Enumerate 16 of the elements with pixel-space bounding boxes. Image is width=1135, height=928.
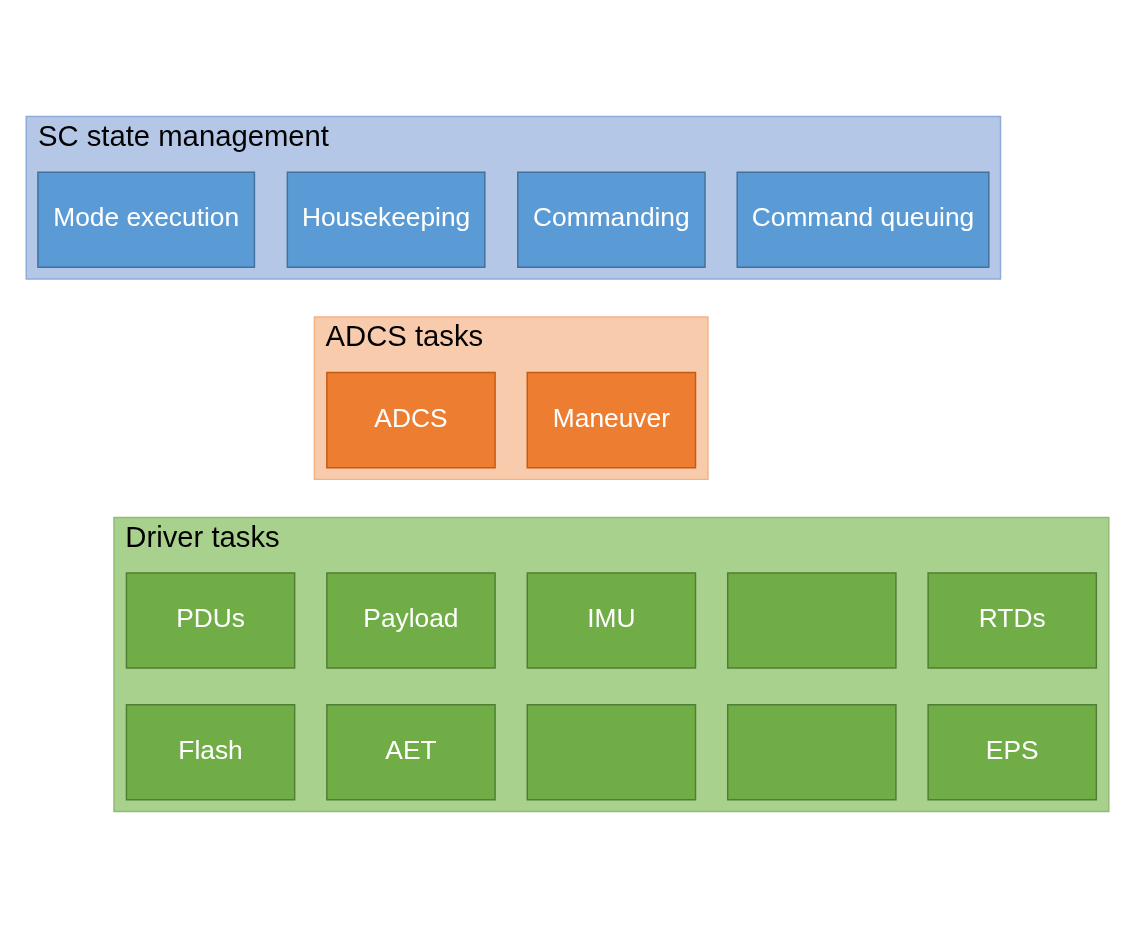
node-box: EPS (927, 703, 1098, 801)
node-box: PDUs (125, 572, 296, 669)
node-box: Commanding (517, 171, 706, 268)
node-box: AET (326, 703, 496, 801)
node-box: Payload (326, 572, 496, 669)
node-box: Maneuver (526, 371, 697, 469)
node-box: Housekeeping (286, 171, 486, 268)
node-box: IMU (526, 572, 697, 669)
node-box: Flash (125, 703, 296, 801)
node-box (726, 703, 897, 801)
node-box (726, 572, 897, 669)
node-box: RTDs (927, 572, 1098, 669)
node-box: ADCS (326, 371, 496, 469)
node-box (526, 703, 697, 801)
node-box: Mode execution (37, 171, 256, 268)
node-box: Command queuing (736, 171, 990, 268)
